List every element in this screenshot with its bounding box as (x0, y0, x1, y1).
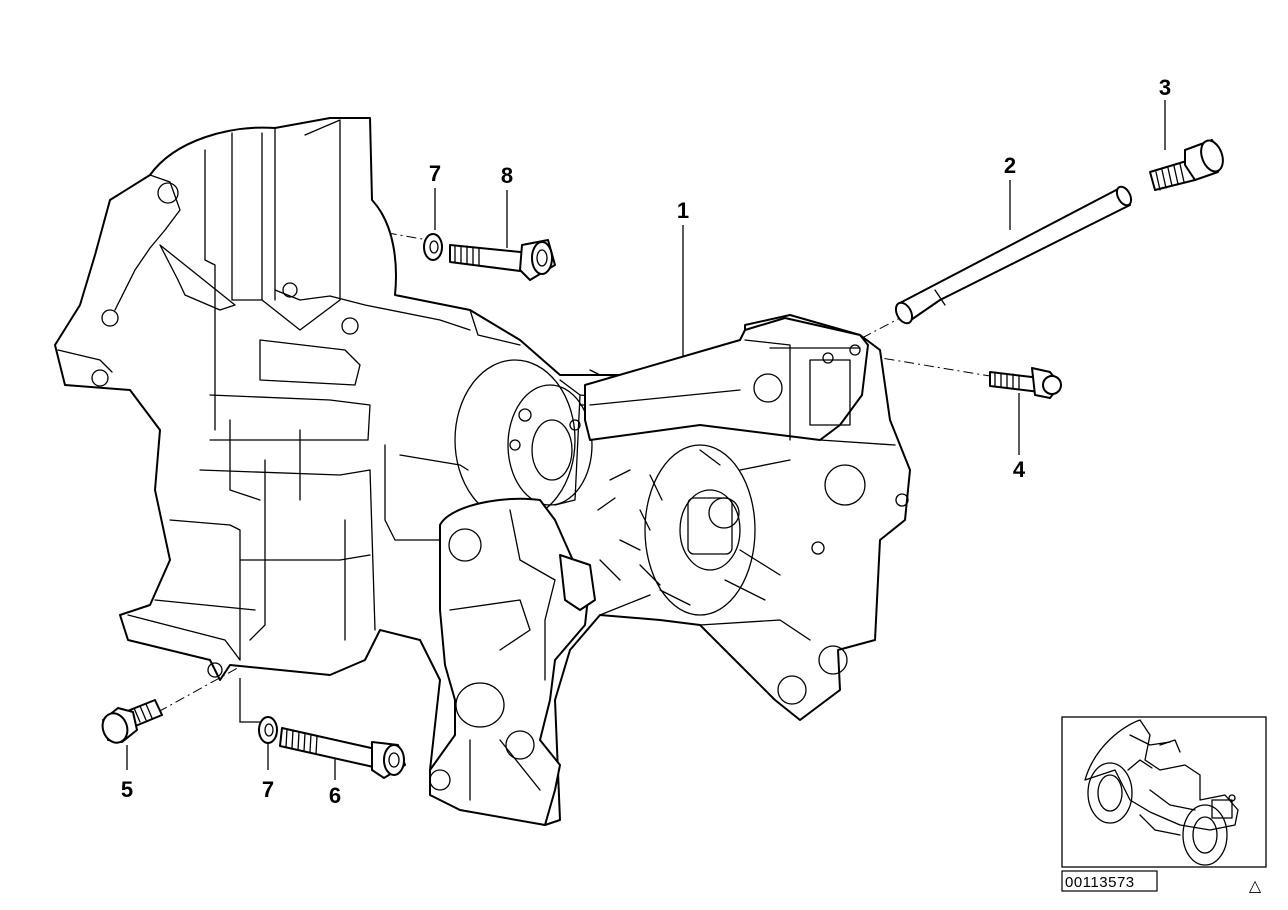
callout-2: 2 (1004, 153, 1016, 178)
socket-bolt-6 (279, 727, 406, 779)
callout-labels: 1 2 3 4 5 6 7 7 8 (121, 75, 1171, 808)
flange-bolt-4 (989, 367, 1062, 399)
reference-number: 00113573 (1065, 874, 1135, 891)
shaft-2 (894, 185, 1133, 325)
washer-7-top (423, 233, 443, 261)
callout-3: 3 (1159, 75, 1171, 100)
locator-thumbnail (1061, 716, 1267, 868)
corner-triangle-symbol: △ (1249, 876, 1262, 895)
callout-1: 1 (677, 198, 689, 223)
callout-6: 6 (329, 783, 341, 808)
gearbox-housing (54, 117, 911, 826)
callout-7-bottom: 7 (262, 777, 274, 802)
cap-screw-3 (1149, 139, 1224, 191)
callout-5: 5 (121, 777, 133, 802)
motorcycle-icon (1084, 719, 1239, 866)
mounting-bracket (429, 497, 596, 826)
cap-screw-5 (101, 699, 163, 744)
callout-7-top: 7 (429, 161, 441, 186)
socket-bolt-8 (449, 239, 556, 281)
callout-8: 8 (501, 163, 513, 188)
thumbnail-frame (1061, 716, 1267, 868)
washer-7-bottom (258, 716, 278, 744)
callout-4: 4 (1013, 457, 1026, 482)
reference-number-box: 00113573 (1061, 870, 1158, 892)
